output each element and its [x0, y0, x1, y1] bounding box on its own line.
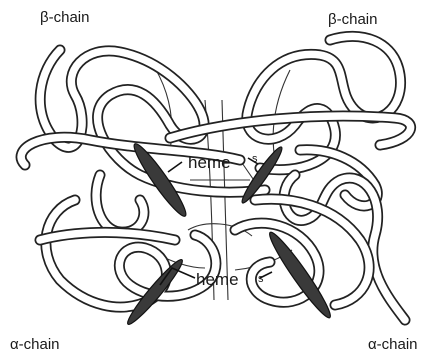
heme-label-top: heme	[188, 153, 231, 172]
beta-chain-right-label: β-chain	[328, 11, 377, 28]
alpha-chain-left-label: α-chain	[10, 336, 60, 353]
beta-chain-left-label: β-chain	[40, 9, 89, 26]
alpha-chain-right-label: α-chain	[368, 336, 418, 353]
s-label-top: s	[252, 153, 258, 165]
s-label-bottom: s	[258, 273, 264, 285]
heme-label-bottom: heme	[196, 270, 239, 289]
